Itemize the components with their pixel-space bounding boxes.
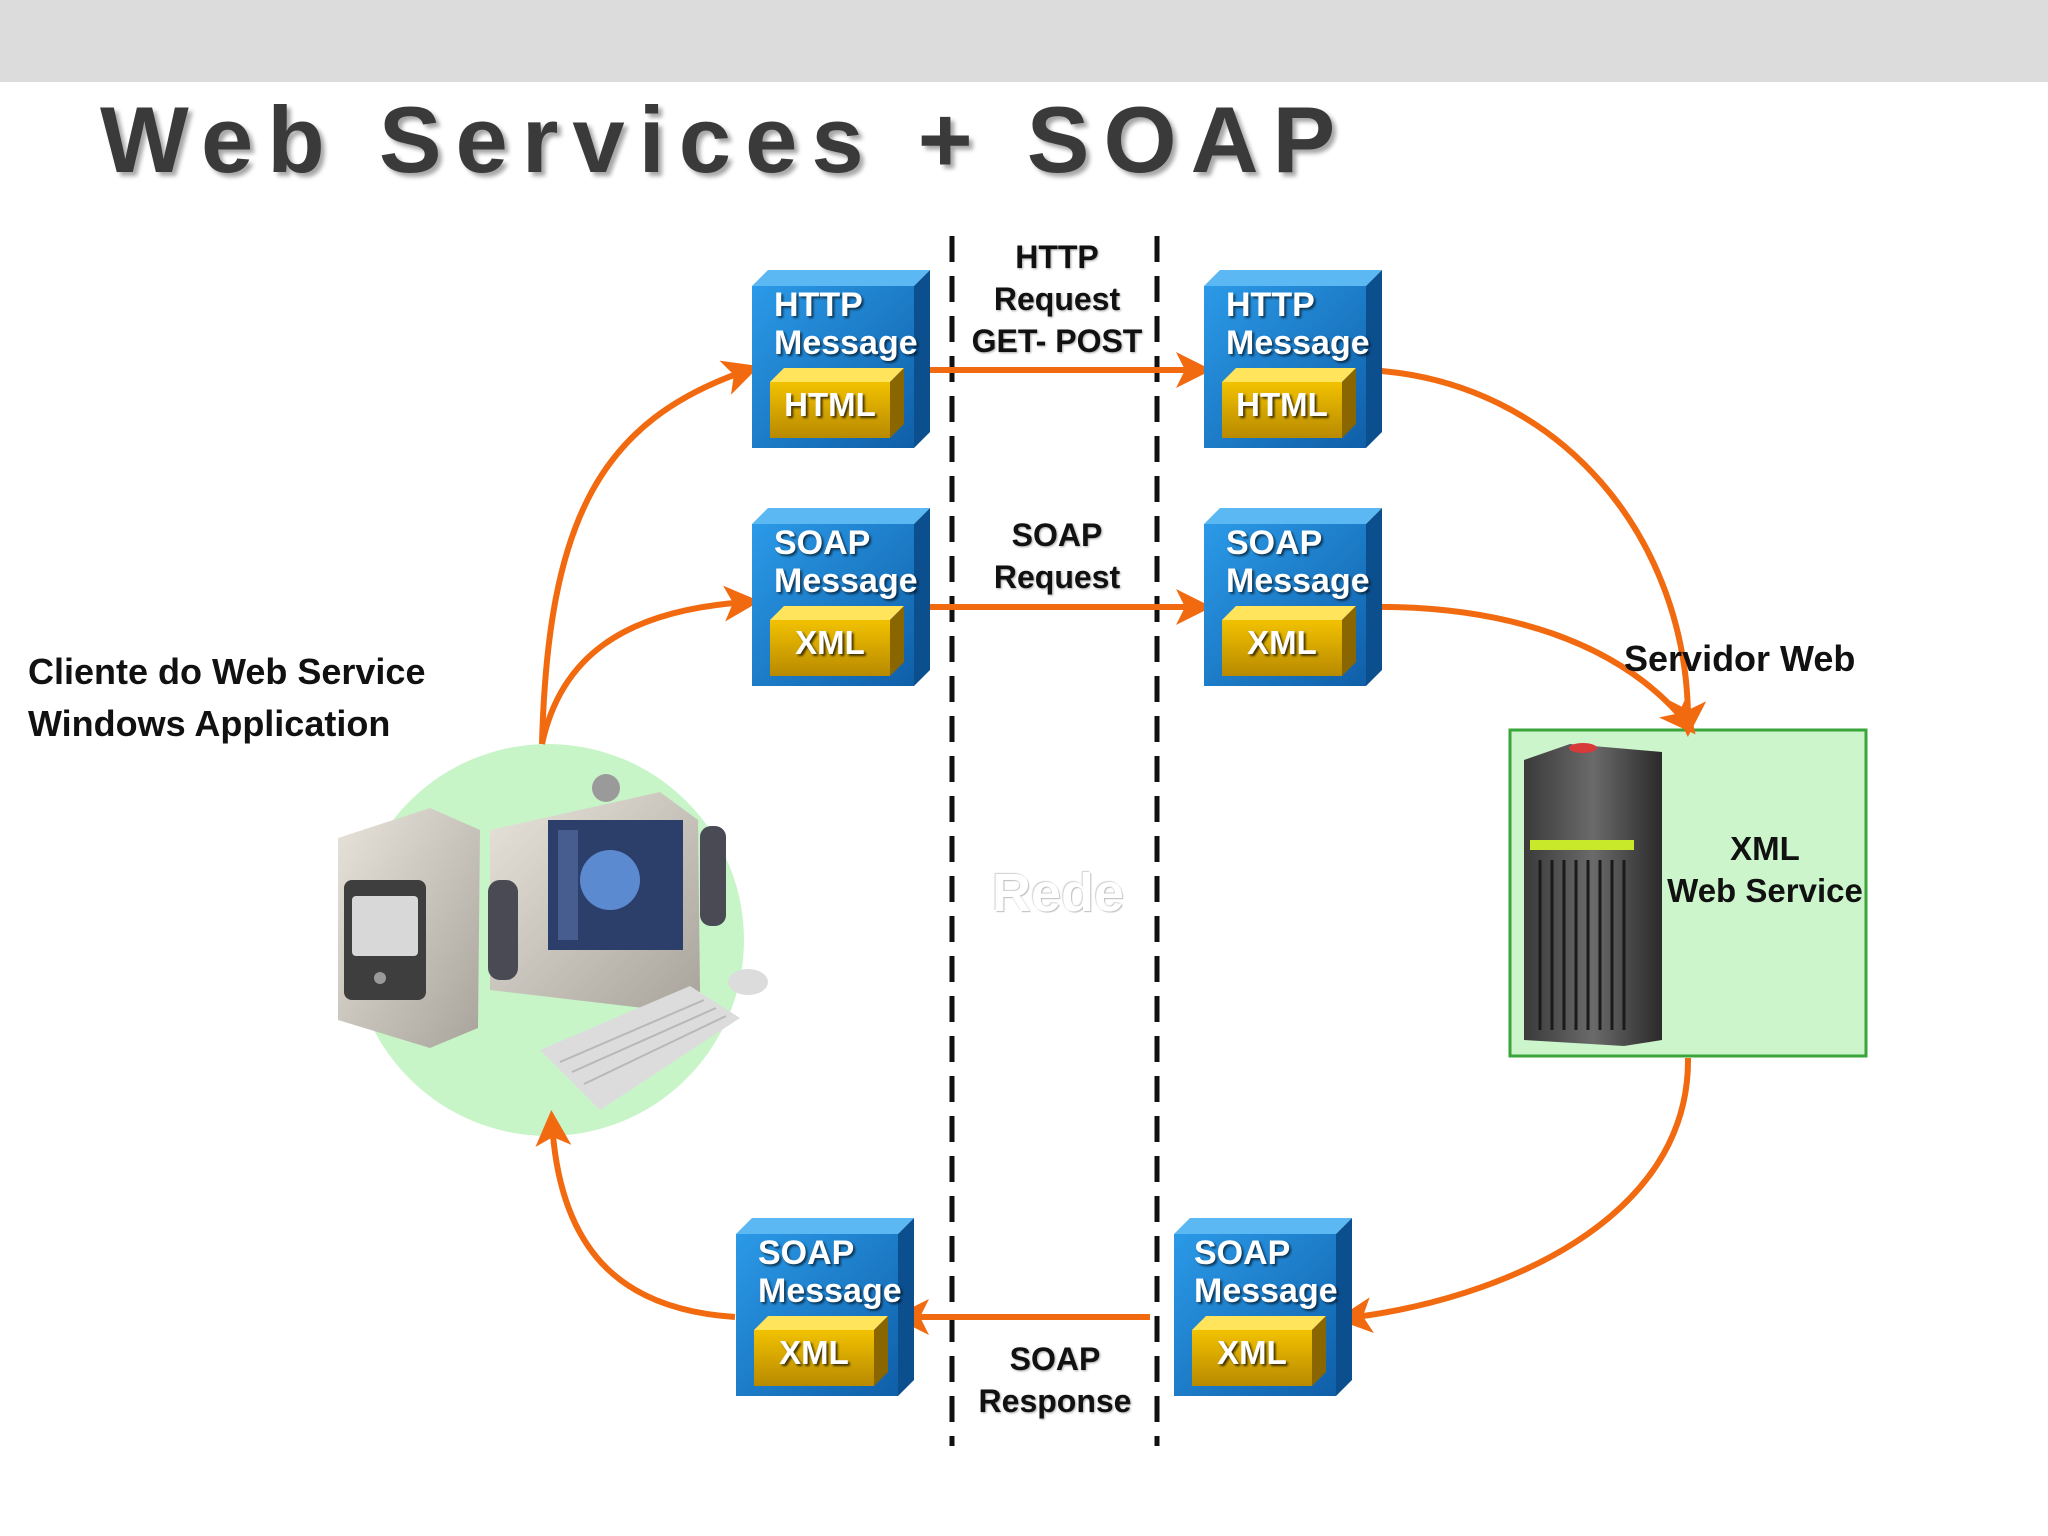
cube-http-left xyxy=(752,270,930,448)
http-request-line: GET- POST xyxy=(971,323,1143,359)
service-label-line: Web Service xyxy=(1667,872,1863,909)
arrow-soap-to-server xyxy=(1367,603,1696,735)
soap-request-label: SOAP Request xyxy=(947,514,1167,598)
cube-title-line: Message xyxy=(1226,562,1370,600)
cube-title-line: Message xyxy=(758,1272,902,1310)
cube-http-left-inner: HTML xyxy=(784,386,876,423)
cube-title-line: HTTP xyxy=(774,286,863,324)
network-label: Rede xyxy=(991,863,1125,923)
http-request-line: Request xyxy=(993,281,1121,317)
cube-soap-response-left-title: SOAP Message xyxy=(758,1234,902,1310)
cube-title-line: HTTP xyxy=(1226,286,1315,324)
server-tower-illustration xyxy=(1524,743,1662,1046)
xml-web-service-label: XML Web Service xyxy=(1660,828,1870,912)
cube-title-line: SOAP xyxy=(1194,1234,1291,1272)
client-label: Cliente do Web Service Windows Applicati… xyxy=(28,646,425,750)
http-request-line: HTTP xyxy=(1015,239,1099,275)
soap-response-label: SOAP Response xyxy=(945,1338,1165,1422)
client-computer-illustration xyxy=(338,774,768,1110)
cube-http-left-title: HTTP Message xyxy=(774,286,918,362)
cube-soap-request-right-title: SOAP Message xyxy=(1226,524,1370,600)
arrow-response-to-client xyxy=(535,1110,736,1320)
soap-request-line: SOAP xyxy=(1011,517,1103,553)
cube-soap-response-right-title: SOAP Message xyxy=(1194,1234,1338,1310)
client-label-line: Windows Application xyxy=(28,703,391,744)
server-label: Servidor Web xyxy=(1624,638,1856,679)
arrow-server-to-response xyxy=(1336,1057,1692,1334)
slide-title: Web Services + SOAP xyxy=(100,87,1350,192)
client-label-line: Cliente do Web Service xyxy=(28,651,426,692)
cube-title-line: Message xyxy=(774,324,918,362)
http-request-label: HTTP Request GET- POST xyxy=(947,236,1167,362)
cube-http-right-inner: HTML xyxy=(1236,386,1328,423)
arrow-client-to-soap xyxy=(539,585,760,745)
cube-title-line: SOAP xyxy=(774,524,871,562)
cube-soap-response-left xyxy=(736,1218,914,1396)
soap-response-line: Response xyxy=(978,1383,1132,1419)
cube-title-line: SOAP xyxy=(1226,524,1323,562)
top-bar xyxy=(0,0,2048,82)
soap-request-line: Request xyxy=(993,559,1121,595)
cube-soap-request-left-title: SOAP Message xyxy=(774,524,918,600)
cube-soap-request-left-inner: XML xyxy=(795,624,865,661)
cube-soap-response-right xyxy=(1174,1218,1352,1396)
cube-soap-request-left xyxy=(752,508,930,686)
cube-http-right-title: HTTP Message xyxy=(1226,286,1370,362)
cube-title-line: Message xyxy=(1226,324,1370,362)
cube-soap-request-right-inner: XML xyxy=(1247,624,1317,661)
cube-soap-response-right-inner: XML xyxy=(1217,1334,1287,1371)
arrow-client-to-http xyxy=(539,360,760,745)
cube-title-line: SOAP xyxy=(758,1234,855,1272)
cube-title-line: Message xyxy=(1194,1272,1338,1310)
cube-title-line: Message xyxy=(774,562,918,600)
cube-http-right xyxy=(1204,270,1382,448)
service-label-line: XML xyxy=(1730,830,1800,867)
cube-soap-response-left-inner: XML xyxy=(779,1334,849,1371)
soap-response-line: SOAP xyxy=(1009,1341,1101,1377)
cube-soap-request-right xyxy=(1204,508,1382,686)
arrow-http-to-server xyxy=(1367,367,1707,737)
